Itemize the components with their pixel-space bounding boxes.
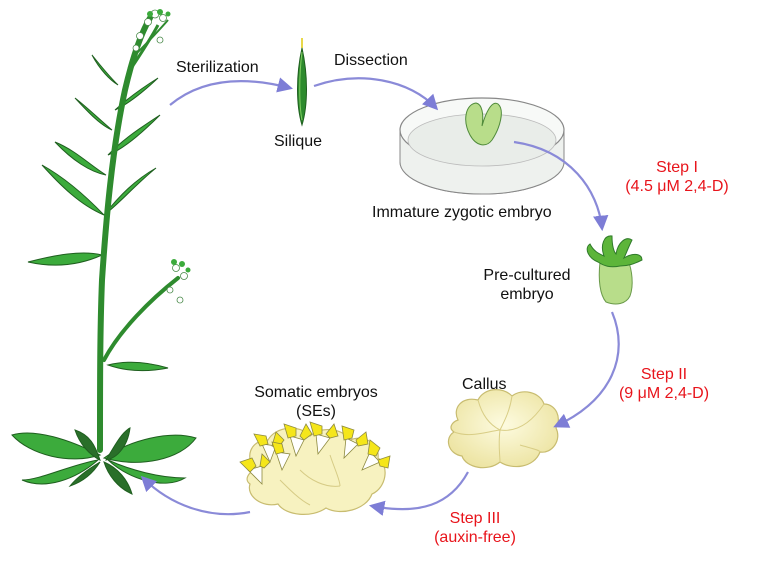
somatic-line-1: Somatic embryos: [254, 384, 378, 401]
silique-label: Silique: [274, 133, 323, 150]
precultured-line-1: Pre-cultured: [483, 267, 571, 284]
process-arrows: [140, 77, 620, 516]
arrow-step-2: [553, 311, 620, 428]
sterilization-label: Sterilization: [176, 59, 259, 76]
step-2-name: Step II: [640, 366, 688, 383]
immature-embryo-label: Immature zygotic embryo: [372, 204, 552, 221]
somatic-embryos-icon: [239, 421, 391, 515]
somatic-line-2: (SEs): [296, 403, 336, 421]
arrow-dissection: [313, 77, 439, 111]
step-1-condition: (4.5 μM 2,4-D): [625, 178, 729, 196]
precultured-line-2: embryo: [500, 286, 554, 304]
step-2-condition: (9 μM 2,4-D): [618, 385, 710, 403]
arrow-step-1: [513, 140, 609, 232]
step-1-name: Step I: [656, 159, 698, 176]
zygotic-embryo-icon: [465, 102, 502, 146]
somatic-embryos-label: Somatic embryos (SEs): [236, 383, 396, 421]
arabidopsis-plant-icon: [11, 9, 197, 495]
step-3-name: Step III: [449, 510, 501, 527]
petri-dish-icon: [399, 97, 565, 195]
callus-icon: [447, 389, 559, 469]
step-2-label: Step II (9 μM 2,4-D): [608, 365, 720, 403]
callus-label: Callus: [462, 376, 507, 393]
arrow-regeneration: [140, 475, 251, 516]
step-3-label: Step III (auxin-free): [420, 509, 530, 547]
step-1-label: Step I (4.5 μM 2,4-D): [614, 158, 740, 196]
arrow-step-3: [368, 471, 469, 516]
step-3-condition: (auxin-free): [434, 529, 516, 547]
silique-icon: [297, 38, 307, 127]
precultured-embryo-label: Pre-cultured embryo: [462, 266, 592, 304]
arrow-sterilization: [169, 77, 293, 106]
precultured-embryo-icon: [586, 235, 643, 305]
dissection-label: Dissection: [334, 52, 408, 69]
